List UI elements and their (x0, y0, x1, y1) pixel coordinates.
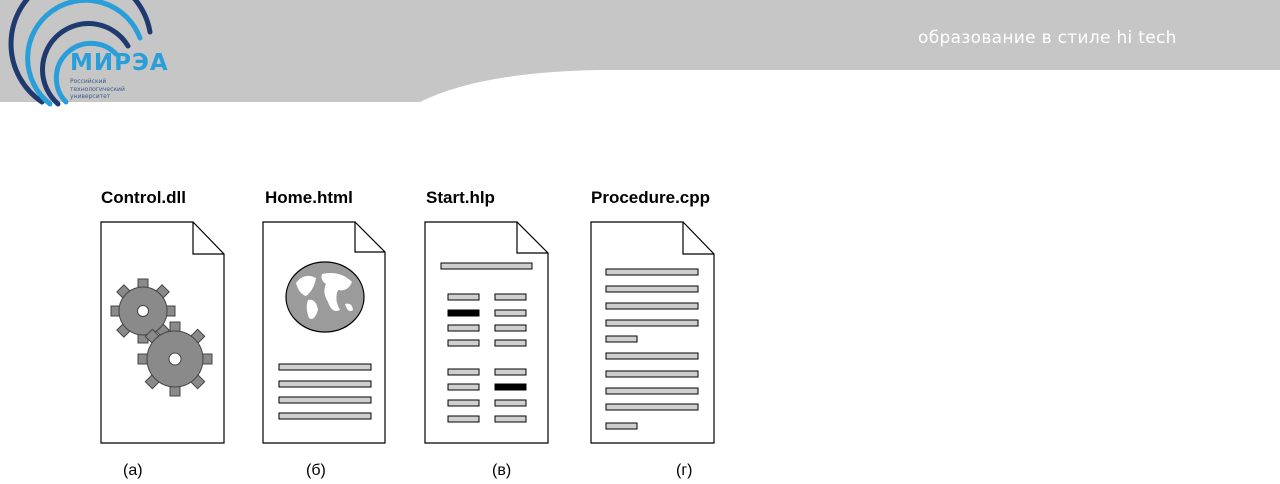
header-band: МИРЭА Российский технологический универс… (0, 0, 1280, 120)
logo-arcs-icon (8, 0, 153, 107)
logo-subtitle-line: технологический (70, 85, 125, 93)
logo-subtitle-line: университет (70, 93, 111, 100)
text-lines-icon (278, 363, 372, 420)
header-tagline: образование в стиле hi tech (918, 28, 1177, 48)
caption-b: (б) (306, 462, 326, 479)
caption-d: (г) (676, 462, 693, 479)
table-icon (440, 262, 533, 423)
doc-title-control-dll: Control.dll (101, 188, 186, 207)
doc-title-home-html: Home.html (265, 188, 353, 207)
caption-c: (в) (492, 462, 512, 479)
code-lines-icon (605, 268, 699, 430)
doc-title-procedure-cpp: Procedure.cpp (591, 188, 711, 207)
document-start-hlp (424, 221, 549, 444)
document-control-dll (100, 221, 225, 444)
gears-icon (110, 278, 213, 397)
globe-icon (285, 261, 365, 333)
doc-title-start-hlp: Start.hlp (426, 188, 495, 207)
header-background (0, 0, 1280, 107)
logo-subtitle: Российский технологический университет (70, 78, 160, 101)
caption-a: (а) (123, 462, 143, 479)
logo-wordmark: МИРЭА (70, 50, 169, 76)
document-procedure-cpp (590, 221, 715, 444)
document-home-html (262, 221, 386, 444)
logo-subtitle-line: Российский (70, 78, 107, 85)
